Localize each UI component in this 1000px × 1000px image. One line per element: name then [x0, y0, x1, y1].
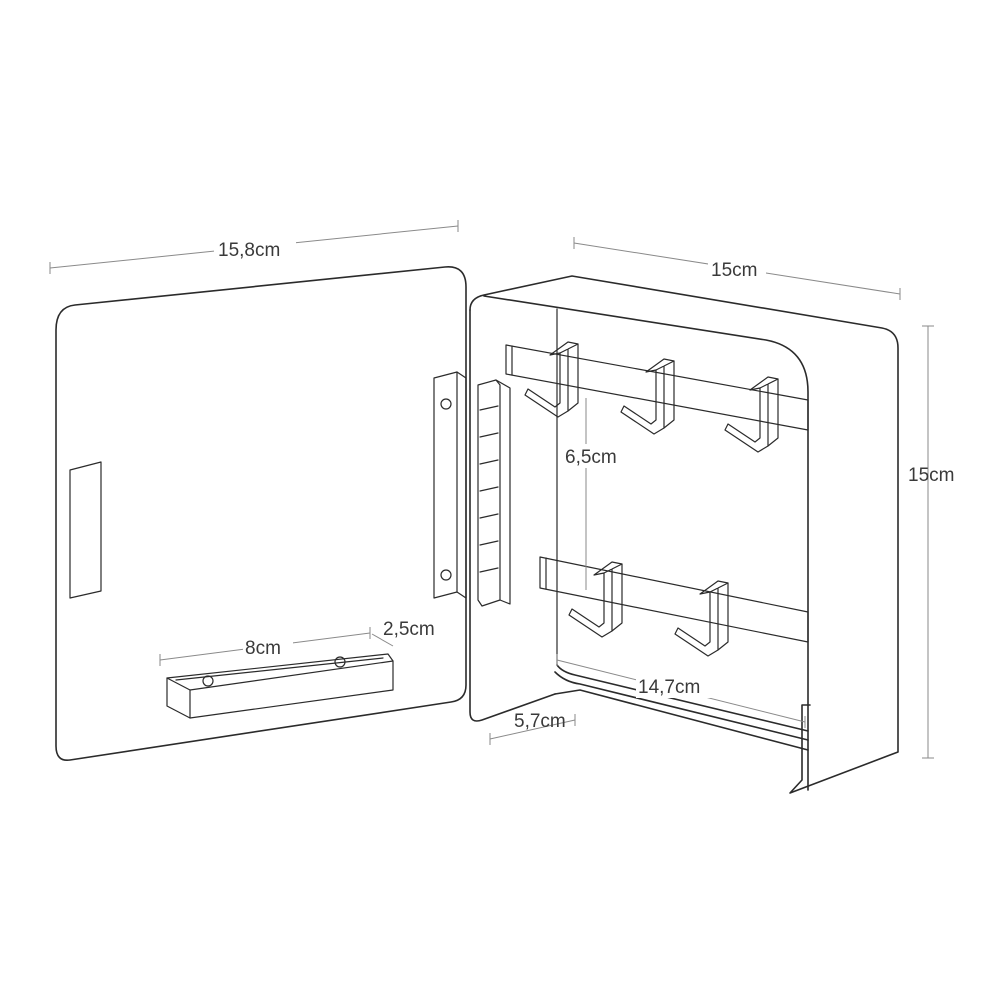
- tray-depth-label: 2,5cm: [383, 619, 435, 640]
- door-tray: [166, 653, 394, 719]
- top-hook-rail: [505, 344, 809, 431]
- hinge-screw-bottom: [440, 569, 452, 581]
- cabinet-box: [469, 275, 899, 794]
- hook-spacing-label: 6,5cm: [565, 447, 617, 468]
- tray-length-label: 8cm: [245, 638, 281, 659]
- door-width-label: 15,8cm: [218, 240, 280, 261]
- dimension-lines: [49, 220, 934, 759]
- hinge-knuckles: [477, 379, 511, 607]
- door-panel: [55, 266, 467, 762]
- box-width-label: 15cm: [711, 260, 757, 281]
- box-left-wall: [469, 309, 556, 722]
- box-outer-shell: [469, 275, 899, 794]
- hinge-screw-top: [440, 398, 452, 410]
- box-depth-label: 5,7cm: [514, 711, 566, 732]
- box-floor: [554, 664, 809, 741]
- tray-screw-right: [334, 656, 346, 668]
- hook-top-2: [620, 358, 675, 435]
- hinge-plate: [433, 371, 458, 599]
- box-back-panel: [483, 295, 809, 791]
- cabinet-door: [55, 266, 511, 762]
- hook-top-1: [524, 341, 579, 418]
- hook-top-3: [724, 376, 779, 453]
- hook-bottom-1: [568, 561, 623, 638]
- bottom-hook-rail: [539, 556, 809, 643]
- hook-bottom-2: [674, 580, 729, 657]
- rail-length-label: 14,7cm: [638, 677, 700, 698]
- box-height-label: 15cm: [908, 465, 954, 486]
- door-magnet-strip: [69, 461, 102, 599]
- tray-screw-left: [202, 675, 214, 687]
